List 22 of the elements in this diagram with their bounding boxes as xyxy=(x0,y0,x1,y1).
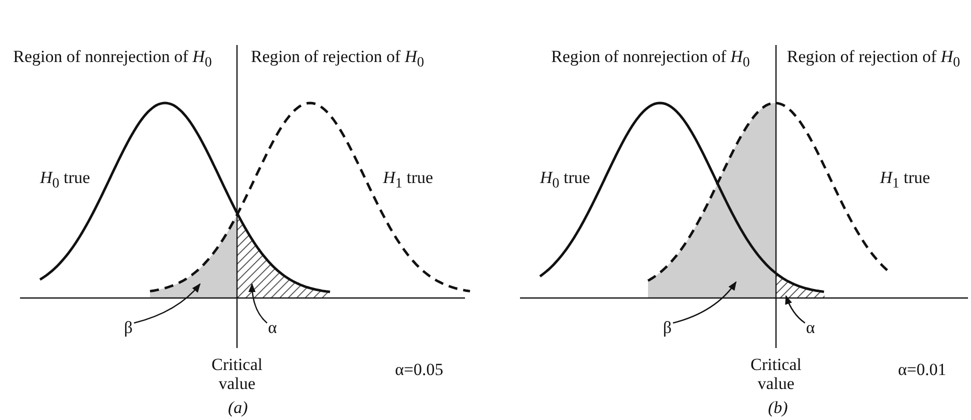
note: α=0.05 xyxy=(395,360,444,379)
curve-label: H$_{0}$ true xyxy=(40,168,90,194)
region-label: Region of rejection of H$_{0}$ xyxy=(786,47,961,72)
greek-letter-label: β xyxy=(124,318,133,337)
leader-arrow xyxy=(785,295,806,324)
region-label: Region of rejection of H$_{0}$ xyxy=(250,47,425,72)
greek-letter-label: α xyxy=(268,318,277,337)
leader-arrow xyxy=(672,281,737,324)
region-label: Region of nonrejection of H$_{0}$ xyxy=(550,47,751,72)
panel-label: (a) xyxy=(228,398,248,417)
axis-label: Critical value xyxy=(210,355,264,393)
axis-label: Critical value xyxy=(750,355,802,393)
leader-arrow xyxy=(134,283,201,324)
greek-letter-label: β xyxy=(663,318,672,337)
curve-label: H$_{1}$ true xyxy=(383,168,434,194)
note: α=0.01 xyxy=(898,360,946,379)
region-label: Region of nonrejection of H$_{0}$ xyxy=(12,47,213,72)
greek-letter-label: α xyxy=(806,318,815,337)
curve-label: H$_{0}$ true xyxy=(540,168,590,194)
curve-label: H$_{1}$ true xyxy=(880,168,930,194)
leader-arrow xyxy=(248,283,268,324)
panel-label: (b) xyxy=(768,398,788,417)
